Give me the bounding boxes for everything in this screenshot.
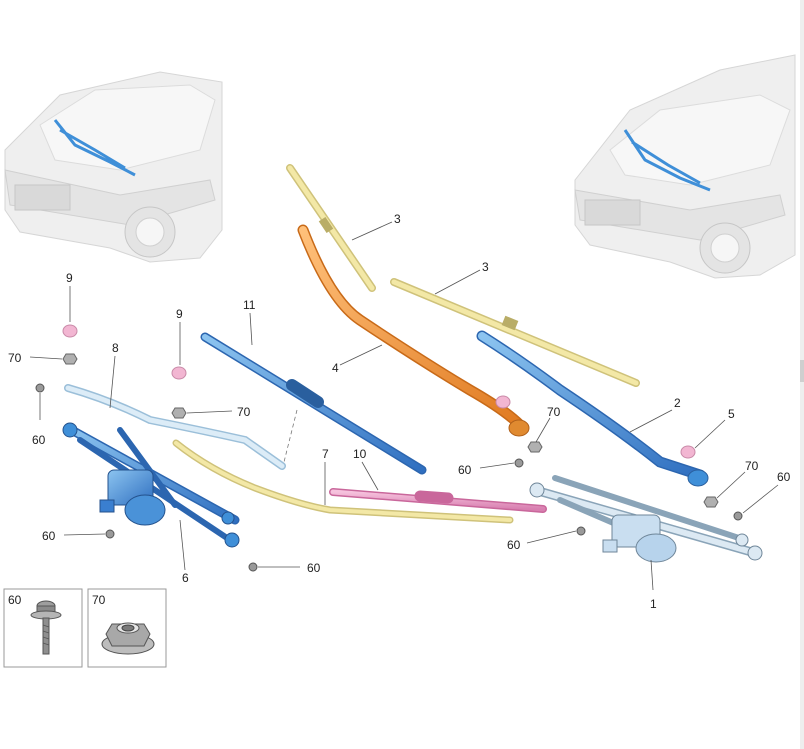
callout-70-b: 70 bbox=[237, 405, 251, 419]
wiper-blade-upper bbox=[286, 164, 376, 292]
callout-10: 10 bbox=[353, 447, 367, 461]
nut-70-a bbox=[62, 353, 78, 365]
callout-1: 1 bbox=[650, 597, 657, 611]
leader-lines bbox=[29, 221, 779, 591]
callout-5: 5 bbox=[728, 407, 735, 421]
scrollbar-thumb[interactable] bbox=[800, 360, 804, 382]
car-illustration-left bbox=[4, 71, 223, 263]
wiper-arm-light-blue bbox=[64, 384, 286, 470]
callout-9-left: 9 bbox=[66, 271, 73, 285]
cap-9-center bbox=[171, 366, 187, 380]
bolt-60-a bbox=[35, 383, 45, 393]
callout-8: 8 bbox=[112, 341, 119, 355]
bolt-60-b bbox=[105, 529, 115, 539]
callout-4: 4 bbox=[332, 361, 339, 375]
callout-60-a: 60 bbox=[32, 433, 46, 447]
bolt-60-e bbox=[576, 526, 586, 536]
bolt-60-d bbox=[514, 458, 524, 468]
wiper-arm-yellow bbox=[172, 439, 514, 524]
bolt-icon bbox=[30, 600, 62, 655]
callout-3-right: 3 bbox=[482, 260, 489, 274]
callout-9-center: 9 bbox=[176, 307, 183, 321]
callout-60-c: 60 bbox=[307, 561, 321, 575]
cap-orange-arm bbox=[495, 395, 511, 409]
wiper-linkage-right bbox=[529, 475, 763, 563]
wiper-arm-orange bbox=[297, 224, 530, 437]
car-right-wiper-highlight bbox=[623, 129, 711, 192]
callout-60-f: 60 bbox=[777, 470, 791, 484]
car-left-wiper-highlight bbox=[53, 119, 136, 177]
cap-9-left bbox=[62, 324, 78, 338]
nut-70-b bbox=[171, 407, 187, 419]
inset-bolt-60: 60 bbox=[3, 588, 83, 668]
callout-60-b: 60 bbox=[42, 529, 56, 543]
wiper-linkage-left bbox=[62, 422, 240, 548]
wiper-blade-right bbox=[390, 278, 640, 387]
fasteners bbox=[35, 324, 743, 572]
callout-3-upper: 3 bbox=[394, 212, 401, 226]
callout-labels: 1 2 3 3 4 5 6 7 8 9 9 10 11 60 60 60 60 … bbox=[8, 212, 791, 611]
car-illustration-right bbox=[574, 54, 796, 279]
nut-70-d bbox=[703, 496, 719, 508]
bolt-60-c bbox=[248, 562, 258, 572]
callout-7: 7 bbox=[322, 447, 329, 461]
wiper-arm-blue-right bbox=[476, 330, 709, 487]
inset-nut-label: 70 bbox=[92, 593, 106, 607]
wiper-arm-blue-center bbox=[200, 332, 427, 475]
inset-bolt-label: 60 bbox=[8, 593, 22, 607]
callout-60-d: 60 bbox=[458, 463, 472, 477]
nut-70-c bbox=[527, 441, 543, 453]
callout-60-e: 60 bbox=[507, 538, 521, 552]
washer-hose-pink bbox=[329, 488, 547, 513]
cap-5-right bbox=[680, 445, 696, 459]
inset-nut-70: 70 bbox=[87, 588, 167, 668]
flange-nut-icon bbox=[101, 622, 155, 655]
callout-70-c: 70 bbox=[547, 405, 561, 419]
callout-70-d: 70 bbox=[745, 459, 759, 473]
scrollbar[interactable] bbox=[800, 0, 804, 749]
callout-70-a: 70 bbox=[8, 351, 22, 365]
callout-2: 2 bbox=[674, 396, 681, 410]
callout-6: 6 bbox=[182, 571, 189, 585]
bolt-60-f bbox=[733, 511, 743, 521]
callout-11: 11 bbox=[243, 298, 256, 312]
